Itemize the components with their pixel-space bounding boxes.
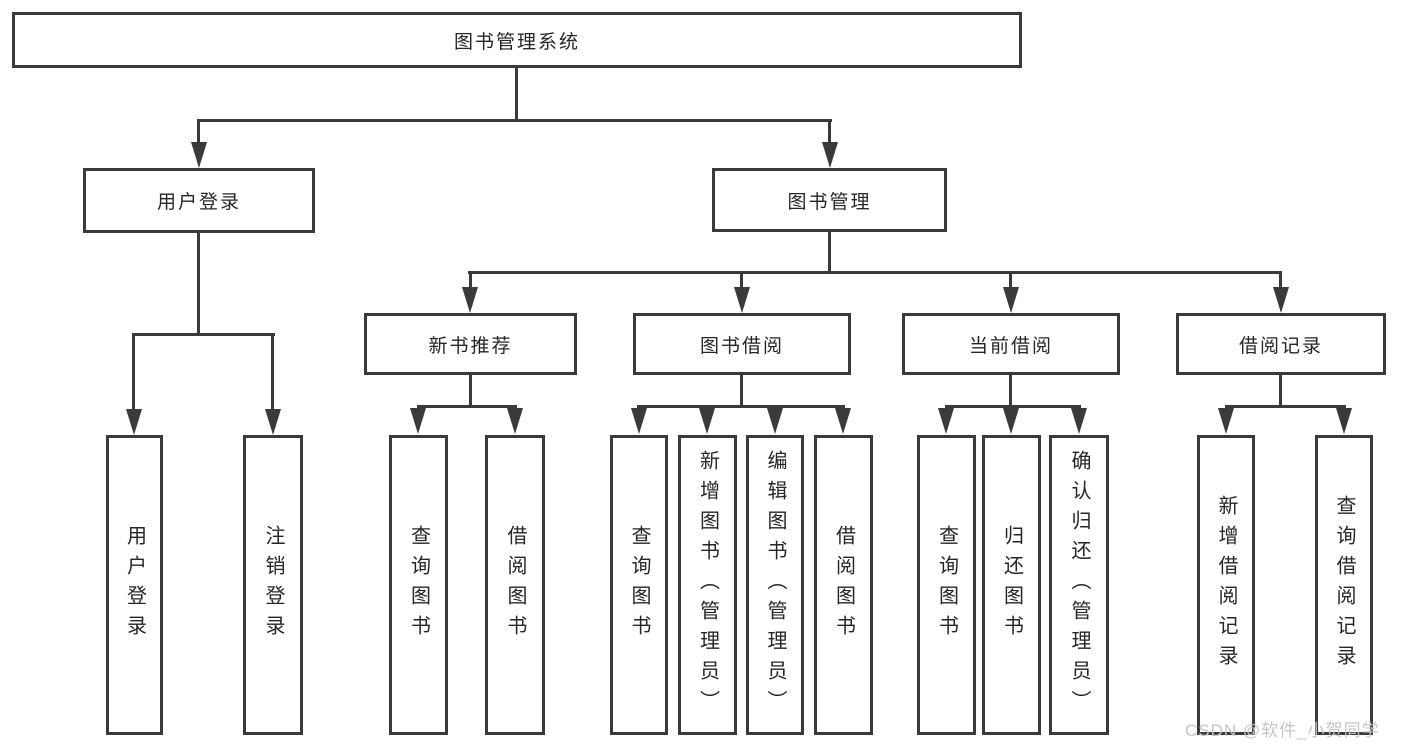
node-new-book-recommendation: 新书推荐 <box>364 313 577 375</box>
node-label: 新增图书（管理员） <box>696 450 719 720</box>
arrow-down-icon <box>1273 287 1289 313</box>
arrow-down-icon <box>126 409 142 435</box>
node-book-management: 图书管理 <box>712 168 947 232</box>
leaf-user-login: 用户登录 <box>106 435 163 735</box>
connector-line <box>828 119 831 144</box>
node-label: 查询图书 <box>628 525 650 645</box>
node-label: 查询图书 <box>407 525 430 645</box>
arrow-down-icon <box>835 408 851 434</box>
node-label: 新书推荐 <box>428 335 513 357</box>
node-label: 图书管理系统 <box>453 31 580 53</box>
leaf-confirm-return-admin: 确认归还（管理员） <box>1049 435 1109 735</box>
connector-line <box>468 271 1282 274</box>
node-label: 图书管理 <box>787 191 872 213</box>
node-label: 借阅图书 <box>504 525 526 645</box>
arrow-down-icon <box>507 408 523 434</box>
connector-line <box>740 375 743 408</box>
arrow-down-icon <box>410 408 426 434</box>
node-label: 用户登录 <box>156 192 241 213</box>
csdn-watermark: CSDN @软件_小贺同学 <box>1185 721 1380 740</box>
connector-line <box>197 233 200 335</box>
arrow-down-icon <box>699 408 715 434</box>
arrow-down-icon <box>1336 408 1352 434</box>
arrow-down-icon <box>938 408 954 434</box>
connector-line <box>515 68 518 121</box>
leaf-query-books: 查询图书 <box>610 435 668 735</box>
connector-line <box>1279 375 1282 408</box>
node-label: 图书借阅 <box>699 335 784 357</box>
leaf-add-borrow-record: 新增借阅记录 <box>1197 435 1255 735</box>
leaf-query-books: 查询图书 <box>389 435 448 735</box>
arrow-down-icon <box>1003 408 1019 434</box>
arrow-down-icon <box>1071 408 1087 434</box>
arrow-down-icon <box>822 142 838 168</box>
leaf-query-books: 查询图书 <box>917 435 976 735</box>
connector-line <box>637 405 845 408</box>
connector-line <box>417 405 517 408</box>
node-label: 当前借阅 <box>968 335 1053 357</box>
arrow-down-icon <box>631 408 647 434</box>
node-current-borrowing: 当前借阅 <box>902 313 1120 375</box>
node-label: 查询图书 <box>935 525 958 645</box>
connector-line <box>132 333 275 336</box>
node-label: 借阅记录 <box>1238 335 1323 357</box>
arrow-down-icon <box>191 142 207 168</box>
connector-line <box>469 375 472 408</box>
connector-line <box>1009 271 1012 289</box>
node-label: 确认归还（管理员） <box>1068 450 1090 720</box>
leaf-borrow-books: 借阅图书 <box>814 435 873 735</box>
node-label: 归还图书 <box>1000 525 1023 645</box>
node-book-borrowing: 图书借阅 <box>633 313 851 375</box>
node-library-management-system: 图书管理系统 <box>12 12 1022 68</box>
node-borrowing-records: 借阅记录 <box>1176 313 1386 375</box>
node-label: 用户登录 <box>123 525 146 645</box>
leaf-query-borrow-record: 查询借阅记录 <box>1315 435 1373 735</box>
leaf-borrow-books: 借阅图书 <box>485 435 545 735</box>
connector-line <box>271 333 274 411</box>
leaf-edit-books-admin: 编辑图书（管理员） <box>746 435 804 735</box>
connector-line <box>132 333 135 411</box>
node-label: 注销登录 <box>262 525 284 645</box>
leaf-return-books: 归还图书 <box>982 435 1041 735</box>
arrow-down-icon <box>1218 408 1234 434</box>
connector-line <box>1009 375 1012 408</box>
arrow-down-icon <box>462 287 478 313</box>
connector-line <box>828 232 831 273</box>
node-label: 编辑图书（管理员） <box>764 450 786 720</box>
connector-line <box>469 271 472 289</box>
connector-line <box>197 119 200 144</box>
arrow-down-icon <box>1003 287 1019 313</box>
node-label: 新增借阅记录 <box>1215 495 1237 675</box>
connector-line <box>1279 271 1282 289</box>
arrow-down-icon <box>734 287 750 313</box>
leaf-logout: 注销登录 <box>243 435 303 735</box>
connector-line <box>1225 405 1346 408</box>
connector-line <box>740 271 743 289</box>
node-user-login: 用户登录 <box>83 168 315 233</box>
arrow-down-icon <box>767 408 783 434</box>
connector-line <box>197 119 832 122</box>
node-label: 借阅图书 <box>832 525 855 645</box>
leaf-add-books-admin: 新增图书（管理员） <box>678 435 737 735</box>
arrow-down-icon <box>265 409 281 435</box>
node-label: 查询借阅记录 <box>1333 495 1355 675</box>
connector-line <box>945 405 1081 408</box>
